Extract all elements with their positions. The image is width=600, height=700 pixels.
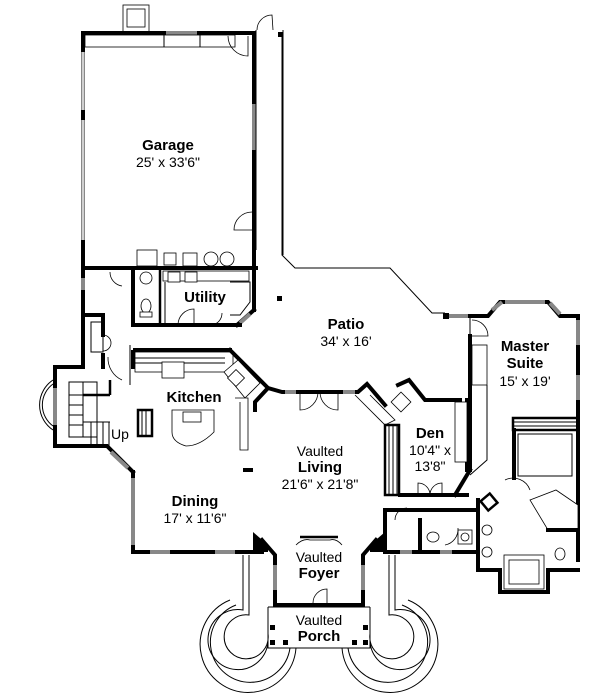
room-name: Living bbox=[297, 459, 343, 477]
master-suite-walls bbox=[452, 300, 580, 562]
room-name-line2: Suite bbox=[506, 355, 544, 373]
porch bbox=[199, 555, 439, 693]
dining-walls bbox=[131, 468, 264, 554]
left-hall bbox=[81, 313, 135, 385]
room-name: Utility bbox=[184, 289, 226, 306]
stairs-up-label: Up bbox=[111, 426, 129, 442]
room-dimensions: 21'6" x 21'8" bbox=[281, 476, 359, 493]
room-label-master-suite: Master Suite 15' x 19' bbox=[499, 338, 550, 389]
room-label-garage: Garage 25' x 33'6" bbox=[136, 137, 200, 170]
garage-walls bbox=[81, 4, 258, 270]
room-label-den: Den 10'4" x 13'8" bbox=[409, 425, 451, 474]
room-dimensions: 25' x 33'6" bbox=[135, 154, 201, 171]
room-label-patio: Patio 34' x 16' bbox=[320, 316, 371, 349]
kitchen-fixtures bbox=[133, 347, 271, 451]
room-name: Patio bbox=[327, 316, 365, 333]
room-label-kitchen: Kitchen bbox=[166, 389, 221, 406]
room-prefix: Vaulted bbox=[296, 443, 344, 459]
room-label-porch: Vaulted Porch bbox=[296, 612, 342, 645]
room-name: Den bbox=[415, 425, 445, 442]
room-dimensions: 15' x 19' bbox=[499, 372, 551, 389]
hall-bath bbox=[383, 507, 480, 554]
room-prefix: Vaulted bbox=[295, 549, 343, 565]
room-name: Kitchen bbox=[166, 389, 222, 406]
room-name: Dining bbox=[171, 493, 219, 510]
room-name-line1: Master bbox=[500, 338, 550, 355]
staircase bbox=[39, 365, 136, 475]
room-name: Foyer bbox=[298, 565, 340, 583]
room-label-utility: Utility bbox=[184, 289, 226, 306]
living-walls bbox=[265, 381, 401, 497]
room-dimensions-line1: 10'4" x bbox=[409, 442, 451, 459]
master-bath bbox=[476, 477, 580, 594]
garage-side-door bbox=[255, 14, 284, 255]
room-label-dining: Dining 17' x 11'6" bbox=[164, 493, 227, 526]
foyer-walls bbox=[253, 532, 385, 607]
room-prefix: Vaulted bbox=[295, 612, 343, 628]
room-label-foyer: Vaulted Foyer bbox=[296, 549, 342, 582]
room-dimensions: 34' x 16' bbox=[320, 333, 372, 350]
room-label-living: Vaulted Living 21'6" x 21'8" bbox=[282, 443, 359, 492]
patio-outline bbox=[277, 32, 470, 319]
room-dimensions: 17' x 11'6" bbox=[163, 510, 227, 527]
room-dimensions-line2: 13'8" bbox=[414, 458, 446, 475]
room-name: Porch bbox=[297, 628, 341, 646]
room-name: Garage bbox=[142, 137, 194, 154]
utility-area bbox=[81, 266, 257, 369]
